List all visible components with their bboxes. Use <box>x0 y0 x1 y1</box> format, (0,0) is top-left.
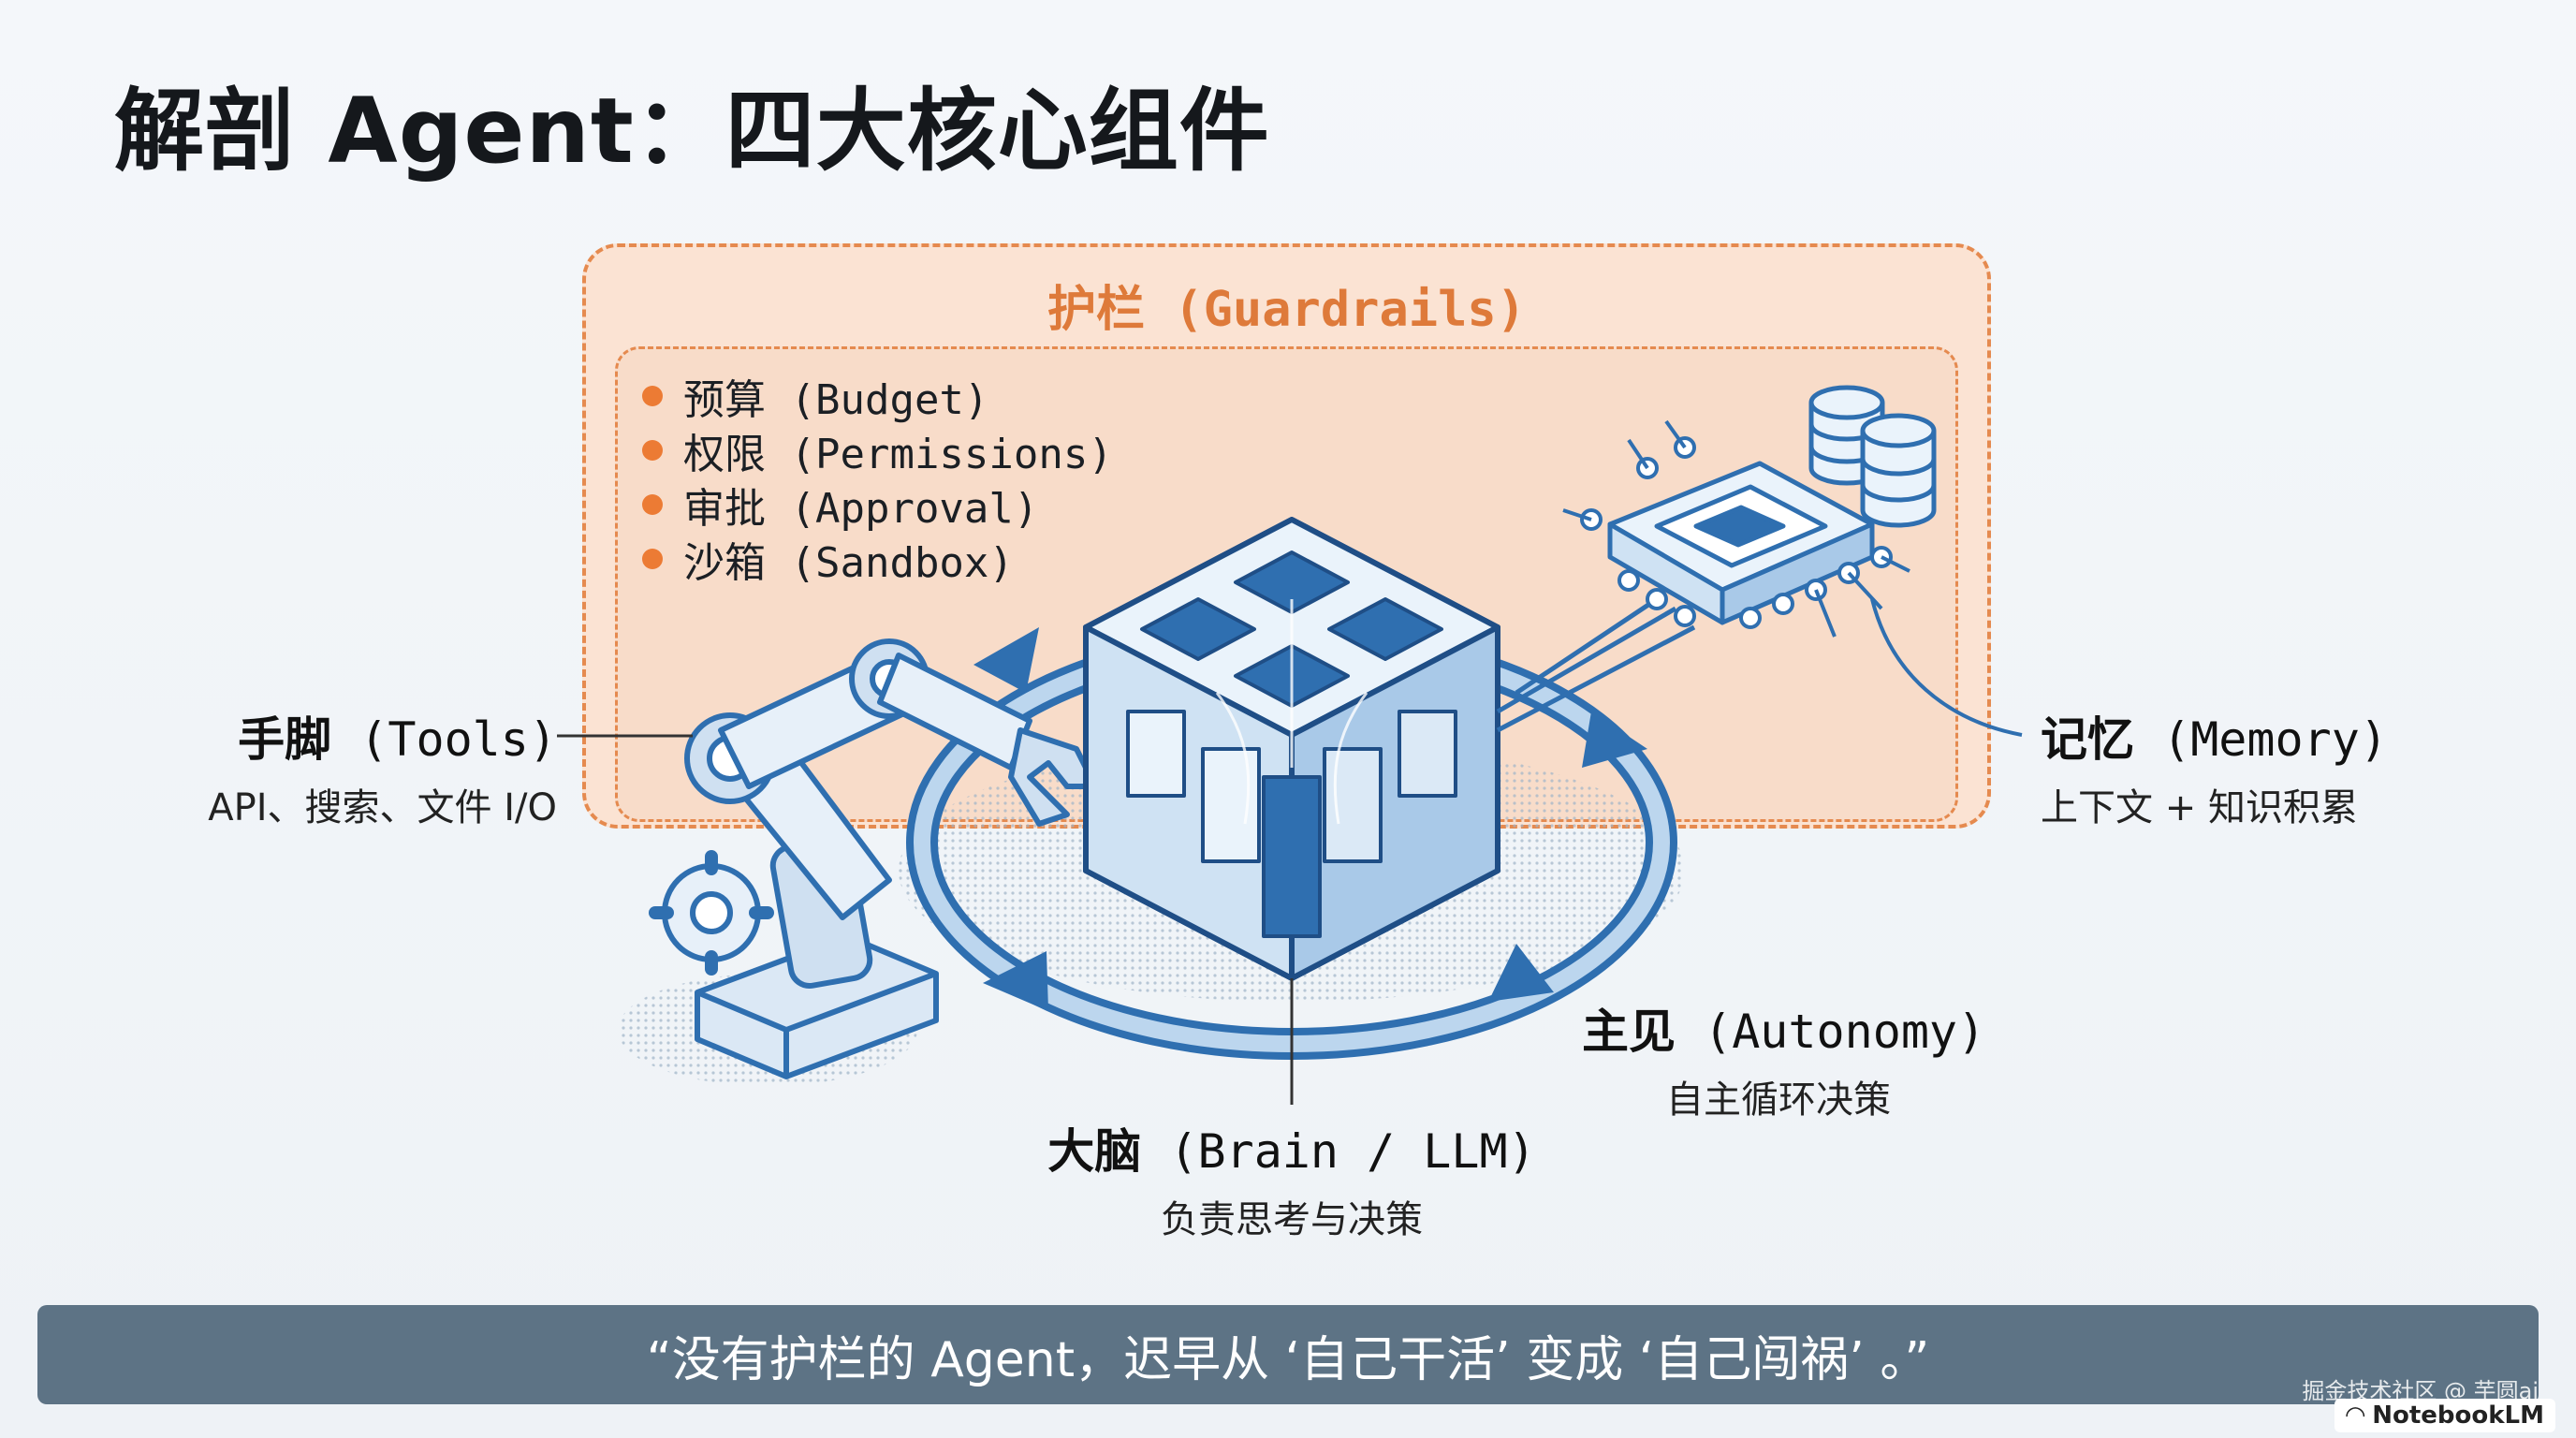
notebooklm-badge: ◠ NotebookLM <box>2334 1399 2555 1432</box>
list-item: 权限 (Permissions) <box>642 423 1113 478</box>
autonomy-en: (Autonomy) <box>1676 1005 1986 1059</box>
memory-name: 记忆 <box>2041 712 2134 767</box>
notebooklm-label: NotebookLM <box>2372 1401 2544 1430</box>
list-item: 沙箱 (Sandbox) <box>642 532 1113 587</box>
list-item: 预算 (Budget) <box>642 369 1113 424</box>
notebooklm-logo-icon: ◠ <box>2346 1401 2365 1430</box>
memory-chip-icon <box>1496 385 2023 737</box>
page-title: 解剖 Agent：四大核心组件 <box>114 79 1270 183</box>
guardrails-title: 护栏 (Guardrails) <box>1047 282 1526 338</box>
quote-text: “没有护栏的 Agent，迟早从 ‘自己干活’ 变成 ‘自己闯祸’ 。” <box>646 1331 1930 1388</box>
leader-lines <box>557 734 1294 1105</box>
tools-en: (Tools) <box>331 712 557 767</box>
brain-desc: 负责思考与决策 <box>1161 1198 1423 1241</box>
tools-desc: API、搜索、文件 I/O <box>208 786 557 829</box>
autonomy-desc: 自主循环决策 <box>1666 1078 1891 1122</box>
quote-bar: “没有护栏的 Agent，迟早从 ‘自己干活’ 变成 ‘自己闯祸’ 。” <box>37 1305 2539 1404</box>
robot-arm-icon <box>649 638 1098 1079</box>
bullet-icon <box>642 440 663 461</box>
bullet-icon <box>642 549 663 569</box>
memory-desc: 上下文 + 知识积累 <box>2041 786 2358 829</box>
memory-label: 记忆 (Memory) 上下文 + 知识积累 <box>2041 702 2388 831</box>
database-icon <box>1808 385 1937 528</box>
memory-en: (Memory) <box>2134 712 2388 767</box>
list-item: 审批 (Approval) <box>642 477 1113 533</box>
bullet-icon <box>642 494 663 515</box>
autonomy-label: 主见 (Autonomy) 自主循环决策 <box>1582 994 1985 1123</box>
brain-en: (Brain / LLM) <box>1141 1124 1536 1179</box>
tools-name: 手脚 <box>238 712 332 767</box>
tools-label: 手脚 (Tools) API、搜索、文件 I/O <box>140 702 557 831</box>
bullet-icon <box>642 386 663 406</box>
brain-label: 大脑 (Brain / LLM) 负责思考与决策 <box>1030 1114 1554 1243</box>
autonomy-name: 主见 <box>1582 1005 1676 1059</box>
brain-name: 大脑 <box>1047 1124 1142 1179</box>
guardrails-list: 预算 (Budget) 权限 (Permissions) 审批 (Approva… <box>642 369 1113 587</box>
